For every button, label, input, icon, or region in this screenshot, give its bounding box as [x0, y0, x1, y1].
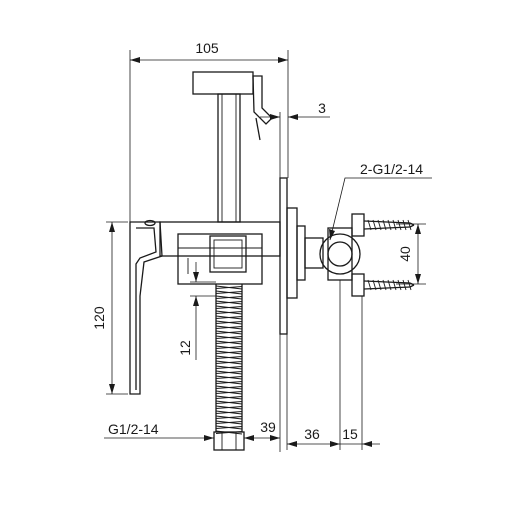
- wall-anchors: [351, 213, 415, 297]
- wall-plate: [279, 177, 306, 335]
- elbow-connector: [304, 227, 361, 281]
- thread-outlet-leader: 2-G1/2-14: [329, 161, 432, 241]
- dimension-40: 40: [396, 223, 426, 285]
- dim-label-39: 39: [260, 419, 276, 435]
- dimension-39: 39: [244, 334, 281, 452]
- dimension-36: 36: [286, 280, 341, 450]
- dim-label-105: 105: [195, 40, 219, 56]
- dim-label-12: 12: [177, 340, 193, 356]
- dimension-105: 105: [129, 40, 289, 224]
- hose: [213, 284, 245, 451]
- thread-inlet-label: G1/2-14: [108, 421, 159, 437]
- dim-label-120: 120: [91, 306, 107, 330]
- thread-inlet-leader: G1/2-14: [104, 421, 214, 441]
- dimension-12: 12: [177, 262, 216, 360]
- holder-body: [159, 221, 281, 285]
- spray-head: [192, 71, 273, 223]
- dimension-120: 120: [91, 221, 128, 395]
- dim-label-36: 36: [304, 426, 320, 442]
- dimension-3: 3: [260, 100, 330, 178]
- dimension-15: 15: [340, 296, 380, 450]
- dim-label-15: 15: [342, 426, 358, 442]
- dim-label-40: 40: [397, 246, 413, 262]
- valve-handle: [129, 219, 163, 395]
- dim-label-3: 3: [318, 100, 326, 116]
- thread-outlet-label: 2-G1/2-14: [360, 161, 423, 177]
